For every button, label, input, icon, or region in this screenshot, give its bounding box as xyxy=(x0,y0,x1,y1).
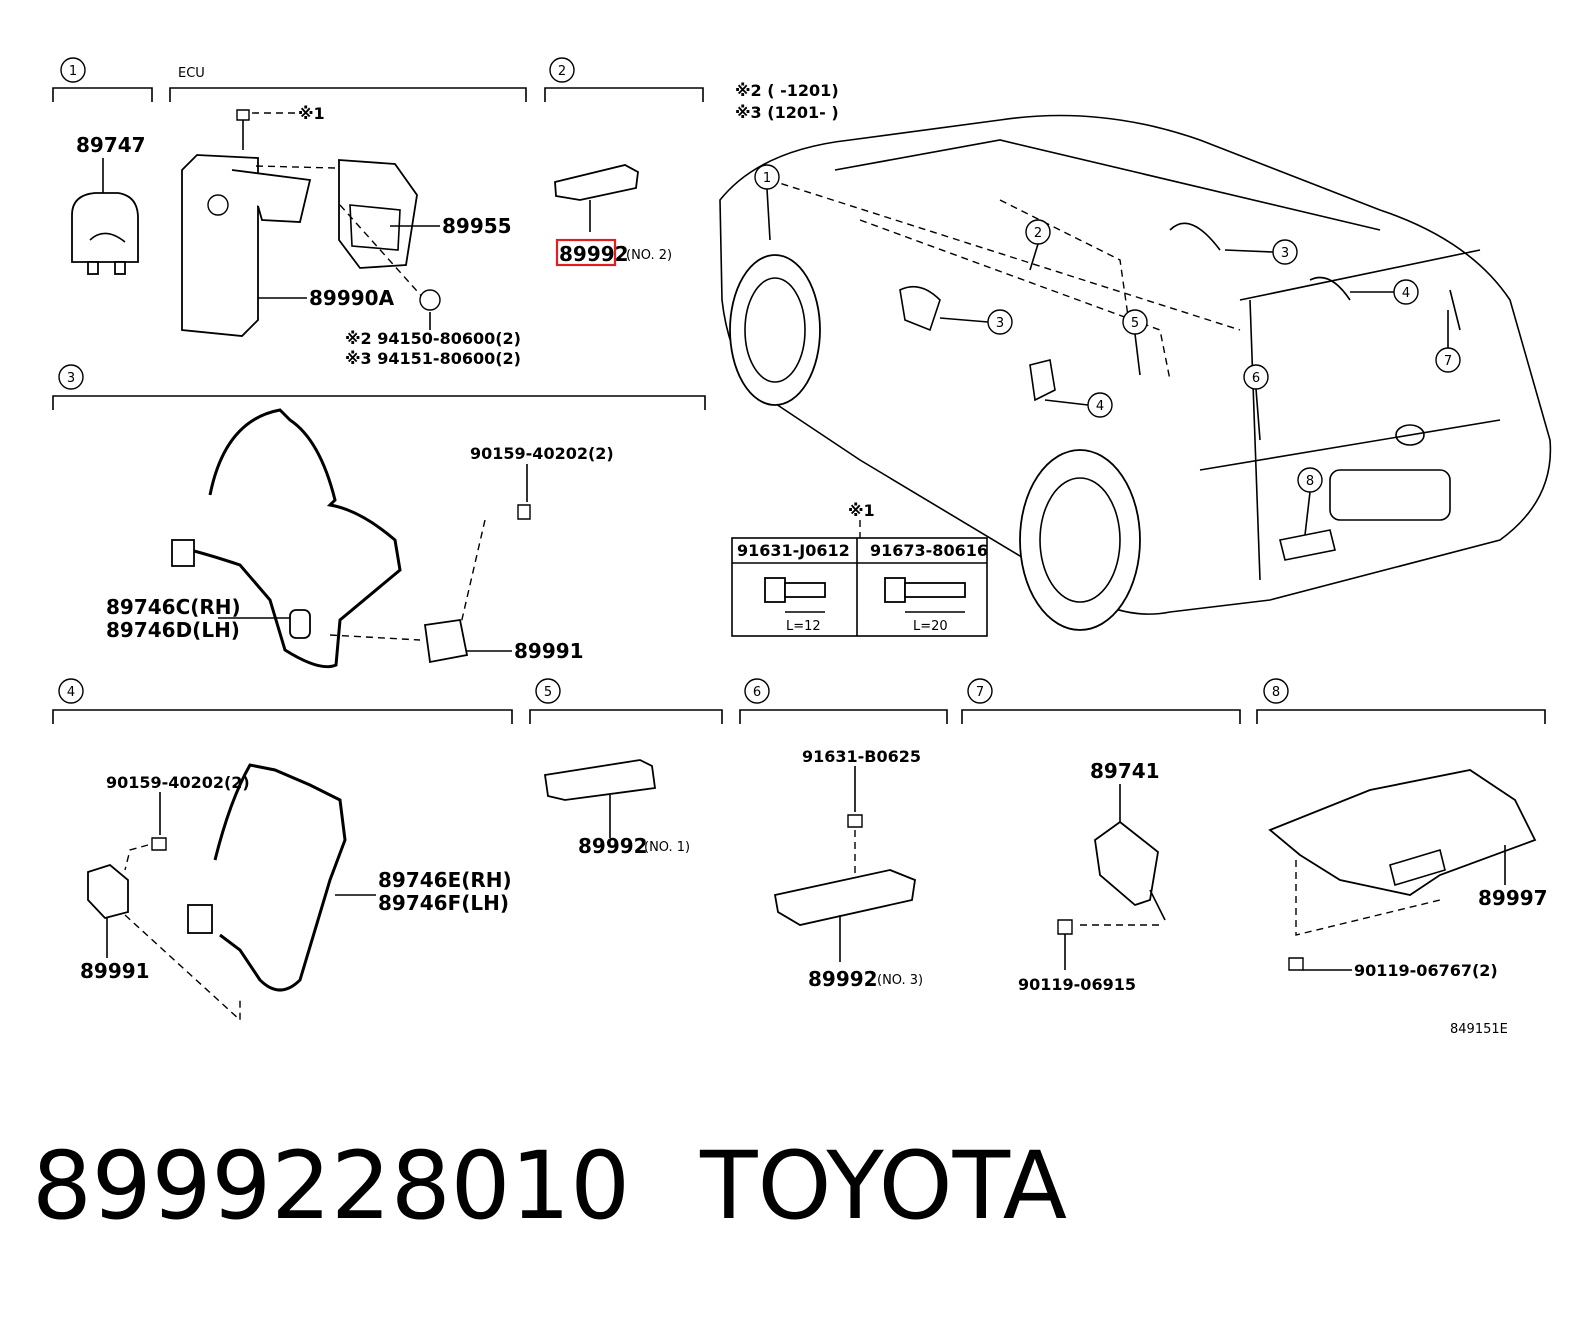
section-number-8: 8 xyxy=(1263,678,1289,704)
svg-text:4: 4 xyxy=(1096,399,1104,414)
bolt-91631-J0612[interactable]: 91631-J0612 xyxy=(737,541,850,560)
section-number-5: 5 xyxy=(535,678,561,704)
diagram-id: 849151E xyxy=(1450,1022,1508,1037)
footer-brand: TOYOTA xyxy=(700,1132,1068,1241)
note-2: ※2 ( -1201) xyxy=(735,81,839,100)
svg-text:5: 5 xyxy=(544,685,552,700)
svg-text:3: 3 xyxy=(1281,246,1289,261)
callout-3-roof: 3 xyxy=(1224,239,1298,265)
part-89741[interactable]: 89741 xyxy=(1090,759,1160,783)
section-number-3: 3 xyxy=(58,364,84,390)
sensor-89992-no3-shape xyxy=(773,869,916,926)
bolt-90159-b[interactable]: 90159-40202(2) xyxy=(106,773,250,792)
part-89955[interactable]: 89955 xyxy=(442,214,512,238)
svg-text:2: 2 xyxy=(558,64,566,79)
bolt-91673-80616[interactable]: 91673-80616 xyxy=(870,541,988,560)
svg-text:4: 4 xyxy=(1402,286,1410,301)
svg-text:2: 2 xyxy=(1034,226,1042,241)
harness-89746E-shape xyxy=(124,763,347,1022)
section-number-2: 2 xyxy=(549,57,575,83)
svg-text:4: 4 xyxy=(67,685,75,700)
harness-89746C-shape xyxy=(171,408,421,669)
bolt-table xyxy=(731,537,988,637)
part-89747[interactable]: 89747 xyxy=(76,133,146,157)
section-brackets xyxy=(52,87,1546,724)
callout-6: 6 xyxy=(1243,364,1269,441)
ecu-assembly-shape xyxy=(181,109,441,337)
svg-text:6: 6 xyxy=(1252,371,1260,386)
svg-text:7: 7 xyxy=(1444,354,1452,369)
bolt-91631-B0625[interactable]: 91631-B0625 xyxy=(802,747,921,766)
table-star: ※1 xyxy=(848,501,875,520)
svg-text:7: 7 xyxy=(976,685,984,700)
vehicle-outline xyxy=(719,114,1552,631)
footer-part-number: 8999228010 xyxy=(32,1132,631,1241)
svg-text:3: 3 xyxy=(996,316,1004,331)
no2-label: (NO. 2) xyxy=(626,248,672,263)
svg-text:6: 6 xyxy=(753,685,761,700)
callout-5: 5 xyxy=(1122,309,1148,376)
module-89741-shape xyxy=(1094,820,1159,907)
section-number-4: 4 xyxy=(58,678,84,704)
svg-text:8: 8 xyxy=(1306,474,1314,489)
bolt-94151[interactable]: ※3 94151-80600(2) xyxy=(345,349,521,368)
callout-7: 7 xyxy=(1435,310,1461,373)
module-89997-shape xyxy=(1268,769,1537,896)
callout-2: 2 xyxy=(1025,219,1051,271)
no1-label: (NO. 1) xyxy=(644,840,690,855)
length-20: L=20 xyxy=(913,619,948,634)
sensor-89991-b-shape xyxy=(87,863,129,920)
callout-3-door: 3 xyxy=(939,309,1013,335)
bolt-90159-a[interactable]: 90159-40202(2) xyxy=(470,444,614,463)
part-89992-no3[interactable]: 89992 xyxy=(808,967,878,991)
part-89746F[interactable]: 89746F(LH) xyxy=(378,891,509,915)
bolt-90119-06767[interactable]: 90119-06767(2) xyxy=(1354,961,1498,980)
section-number-7: 7 xyxy=(967,678,993,704)
note-3: ※3 (1201- ) xyxy=(735,103,839,122)
svg-text:8: 8 xyxy=(1272,685,1280,700)
part-89992-no1[interactable]: 89992 xyxy=(578,834,648,858)
relay-89747-shape xyxy=(71,192,139,263)
bolt-94150[interactable]: ※2 94150-80600(2) xyxy=(345,329,521,348)
section-number-6: 6 xyxy=(744,678,770,704)
callout-8: 8 xyxy=(1297,467,1323,536)
part-89992-no2[interactable]: 89992 xyxy=(559,242,629,266)
svg-text:5: 5 xyxy=(1131,316,1139,331)
part-89991-b[interactable]: 89991 xyxy=(80,959,150,983)
note-star1: ※1 xyxy=(298,104,325,123)
highlight-box xyxy=(555,238,617,267)
length-12: L=12 xyxy=(786,619,821,634)
bolt-90119-06915[interactable]: 90119-06915 xyxy=(1018,975,1136,994)
ecu-label: ECU xyxy=(178,66,205,81)
part-89746C[interactable]: 89746C(RH) xyxy=(106,595,241,619)
svg-text:1: 1 xyxy=(763,171,771,186)
svg-text:3: 3 xyxy=(67,371,75,386)
callout-1: 1 xyxy=(754,164,780,241)
sensor-89991-a-shape xyxy=(423,618,469,664)
svg-text:1: 1 xyxy=(69,64,77,79)
part-89746E[interactable]: 89746E(RH) xyxy=(378,868,512,892)
section-number-1: 1 xyxy=(60,57,86,83)
sensor-89992-no1-shape xyxy=(543,759,657,801)
part-89991-a[interactable]: 89991 xyxy=(514,639,584,663)
callout-4-side: 4 xyxy=(1044,392,1113,418)
no3-label: (NO. 3) xyxy=(877,973,923,988)
part-89997[interactable]: 89997 xyxy=(1478,886,1548,910)
part-89990A[interactable]: 89990A xyxy=(309,286,395,310)
callout-4-rear: 4 xyxy=(1350,279,1419,305)
part-89746D[interactable]: 89746D(LH) xyxy=(106,618,240,642)
sensor-89992-no2-shape xyxy=(554,164,639,201)
